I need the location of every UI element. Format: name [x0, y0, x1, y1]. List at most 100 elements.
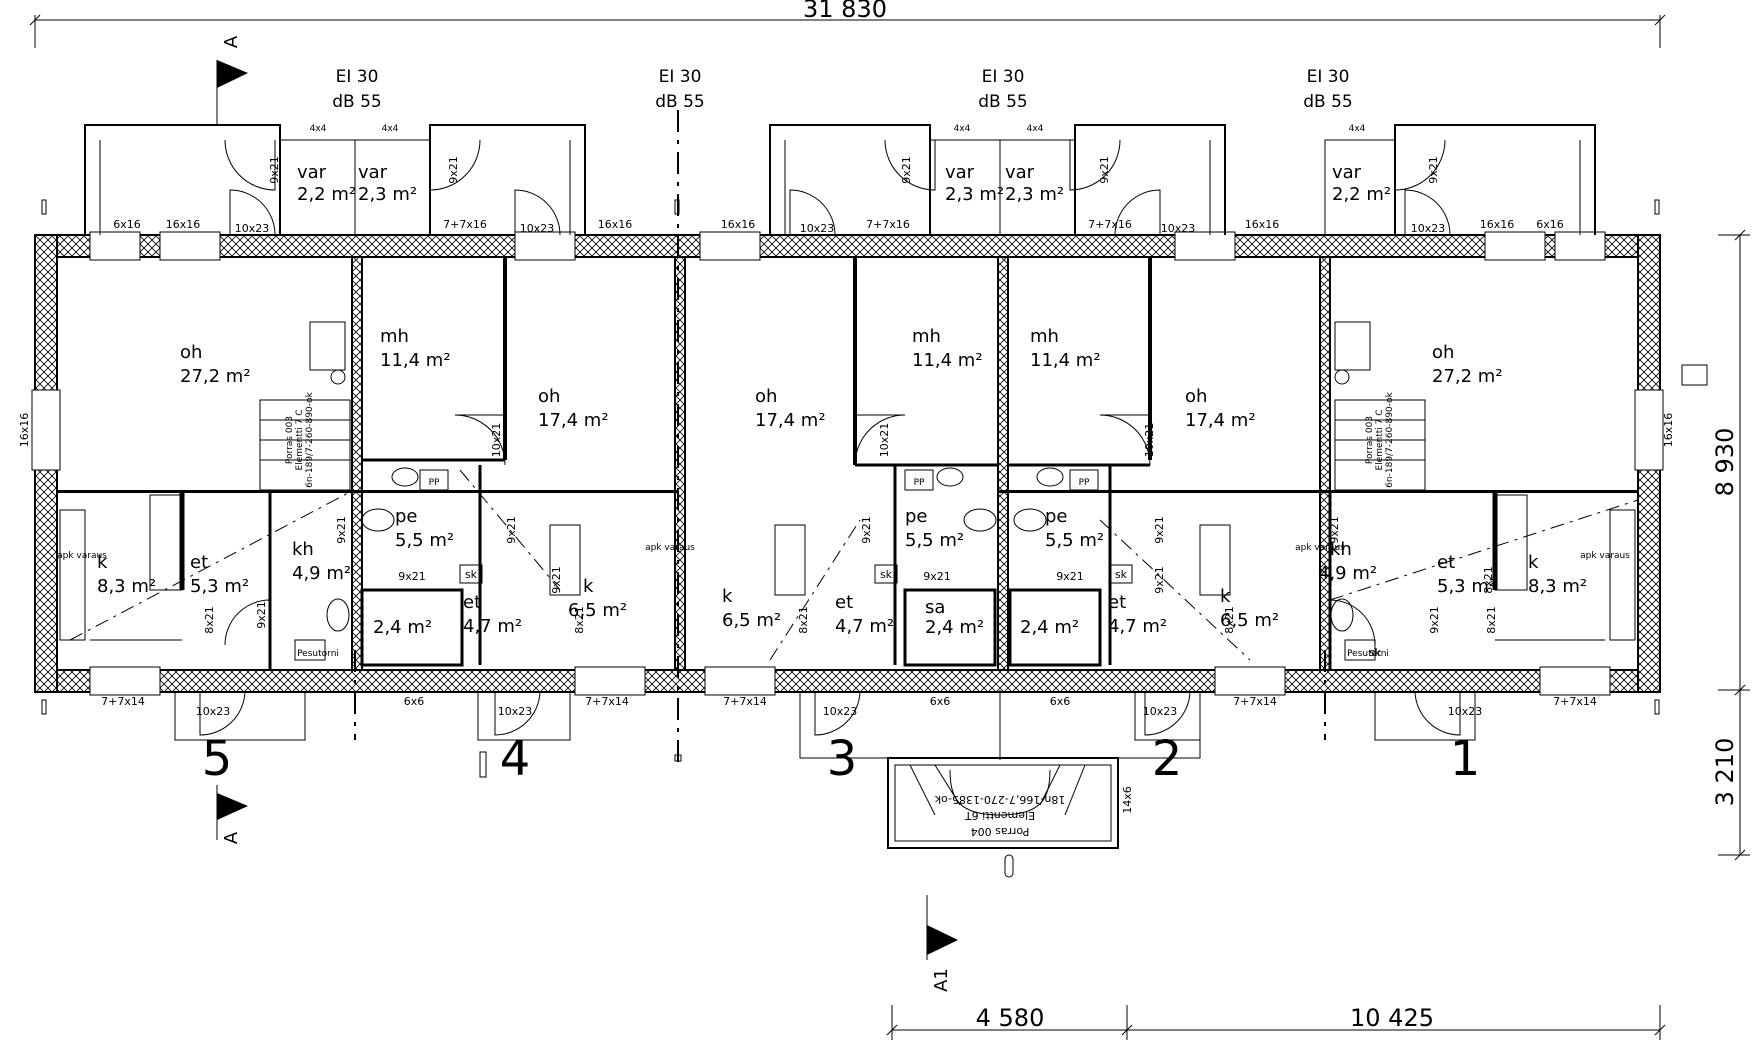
- fire-ei-3: EI 30: [982, 67, 1025, 87]
- room-name: k: [722, 586, 733, 607]
- door-label: 9x21: [1153, 516, 1166, 544]
- room-area: 4,7 m²: [1108, 616, 1167, 637]
- door-label: 9x21: [255, 601, 268, 629]
- room-name: et: [190, 552, 208, 573]
- door-label: 9x21: [505, 516, 518, 544]
- window-label: 16x16: [721, 218, 756, 231]
- room-area: 17,4 m²: [538, 410, 609, 431]
- room-name: oh: [1185, 386, 1207, 407]
- bottom-right-dimension: 10 425: [1350, 1004, 1434, 1032]
- room-area: 2,2 m²: [1332, 184, 1391, 205]
- window-label: 7+7x14: [101, 695, 145, 708]
- window-label: 10x23: [1448, 705, 1483, 718]
- bottom-dimension-line: 4 580 10 425: [886, 1004, 1666, 1040]
- section-cut-lines: [354, 110, 1326, 770]
- fire-db-3: dB 55: [978, 92, 1028, 112]
- total-depth-label: 8 930: [1711, 428, 1739, 497]
- apk-label-3: apk varaus: [645, 543, 695, 553]
- window-label: 6x16: [1536, 218, 1564, 231]
- apk-label-1: apk varaus: [57, 551, 107, 561]
- center-stair-note-3: 18n-166,7-270-1385-ok: [934, 793, 1065, 806]
- room-area: 8,3 m²: [97, 576, 156, 597]
- room-area: 5,5 m²: [1045, 530, 1104, 551]
- room-name: mh: [912, 326, 941, 347]
- pp-label-3: PP: [1079, 478, 1090, 488]
- door-label: 9x21: [1056, 570, 1084, 583]
- pesutorni-label-1: Pesutorni: [297, 649, 339, 659]
- room-area: 27,2 m²: [1432, 366, 1503, 387]
- room-area: 11,4 m²: [912, 350, 983, 371]
- pesutorni-label-2: Pesutorni: [1347, 649, 1389, 659]
- room-area: 27,2 m²: [180, 366, 251, 387]
- window-label: 4x4: [954, 124, 971, 134]
- window-labels-side: 16x16 16x16 14x6: [18, 413, 1675, 814]
- room-name: mh: [1030, 326, 1059, 347]
- sk-label-4: sk: [1369, 646, 1382, 659]
- bottom-left-dimension: 4 580: [976, 1004, 1045, 1032]
- window-label: 16x16: [166, 218, 201, 231]
- door-label: 10x21: [1143, 423, 1156, 458]
- window-label: 10x23: [498, 705, 533, 718]
- left-stair-note-1: Porras 003: [285, 416, 295, 464]
- window-label: 10x23: [520, 222, 555, 235]
- room-area: 2,4 m²: [925, 617, 984, 638]
- window-label: 16x16: [598, 218, 633, 231]
- window-label: 10x23: [823, 705, 858, 718]
- left-stair-note-3: 6n-189/7-260-890-ok: [305, 391, 315, 487]
- room-name: var: [1005, 162, 1035, 183]
- room-area: 11,4 m²: [380, 350, 451, 371]
- door-label: 9x21: [923, 570, 951, 583]
- fixtures: PP PP PP sk sk sk sk apk varaus apk vara…: [57, 321, 1636, 661]
- center-stair-note-2: Elementti 6T: [965, 809, 1035, 822]
- room-name: k: [1220, 586, 1231, 607]
- room-area: 2,3 m²: [945, 184, 1004, 205]
- unit-number-1: 1: [1450, 731, 1481, 787]
- window-label: 6x6: [404, 695, 425, 708]
- unit-number-5: 5: [202, 731, 233, 787]
- room-name: kh: [1330, 539, 1352, 560]
- door-label: 8x21: [797, 606, 810, 634]
- room-name: var: [358, 162, 388, 183]
- door-labels: 9x21 9x21 10x21 9x21 8x21 9x21 8x21 9x21…: [203, 156, 1498, 634]
- room-area: 2,3 m²: [358, 184, 417, 205]
- room-area: 2,3 m²: [1005, 184, 1064, 205]
- unit-numbers: 5 4 3 2 1: [202, 731, 1481, 787]
- room-labels: oh 27,2 m² mh 11,4 m² oh 17,4 m² oh 17,4…: [97, 162, 1587, 638]
- window-label: 16x16: [18, 413, 31, 448]
- window-label: 4x4: [382, 124, 399, 134]
- window-label: 7+7x16: [443, 218, 487, 231]
- fire-db-1: dB 55: [332, 92, 382, 112]
- door-swings: [199, 139, 1461, 736]
- room-area: 8,3 m²: [1528, 576, 1587, 597]
- room-name: k: [1528, 552, 1539, 573]
- fire-db-4: dB 55: [1303, 92, 1353, 112]
- door-label: 9x21: [550, 566, 563, 594]
- section-mark-center: A1: [931, 968, 952, 992]
- room-name: et: [463, 592, 481, 613]
- fire-ratings: EI 30 dB 55 EI 30 dB 55 EI 30 dB 55 EI 3…: [332, 67, 1353, 112]
- door-label: 9x21: [860, 516, 873, 544]
- room-area: 17,4 m²: [1185, 410, 1256, 431]
- room-area: 2,2 m²: [297, 184, 356, 205]
- door-label: 10x21: [878, 423, 891, 458]
- door-label: 9x21: [900, 156, 913, 184]
- window-label: 4x4: [310, 124, 327, 134]
- room-area: 6,5 m²: [722, 610, 781, 631]
- door-label: 8x21: [203, 606, 216, 634]
- room-area: 2,4 m²: [373, 617, 432, 638]
- window-label: 6x6: [1050, 695, 1071, 708]
- fire-ei-4: EI 30: [1307, 67, 1350, 87]
- apk-label-2: apk varaus: [1580, 551, 1630, 561]
- door-label: 9x21: [398, 570, 426, 583]
- room-area: 2,4 m²: [1020, 617, 1079, 638]
- window-label: 7+7x14: [1553, 695, 1597, 708]
- window-label: 10x23: [800, 222, 835, 235]
- door-label: 10x21: [490, 423, 503, 458]
- section-mark-bottom: A: [221, 831, 242, 844]
- room-area: 5,3 m²: [190, 576, 249, 597]
- window-label: 10x23: [1411, 222, 1446, 235]
- room-name: var: [297, 162, 327, 183]
- right-stair-note-3: 6n-189/7-260-890-ok: [1385, 391, 1395, 487]
- grid-ends: [41, 199, 1708, 778]
